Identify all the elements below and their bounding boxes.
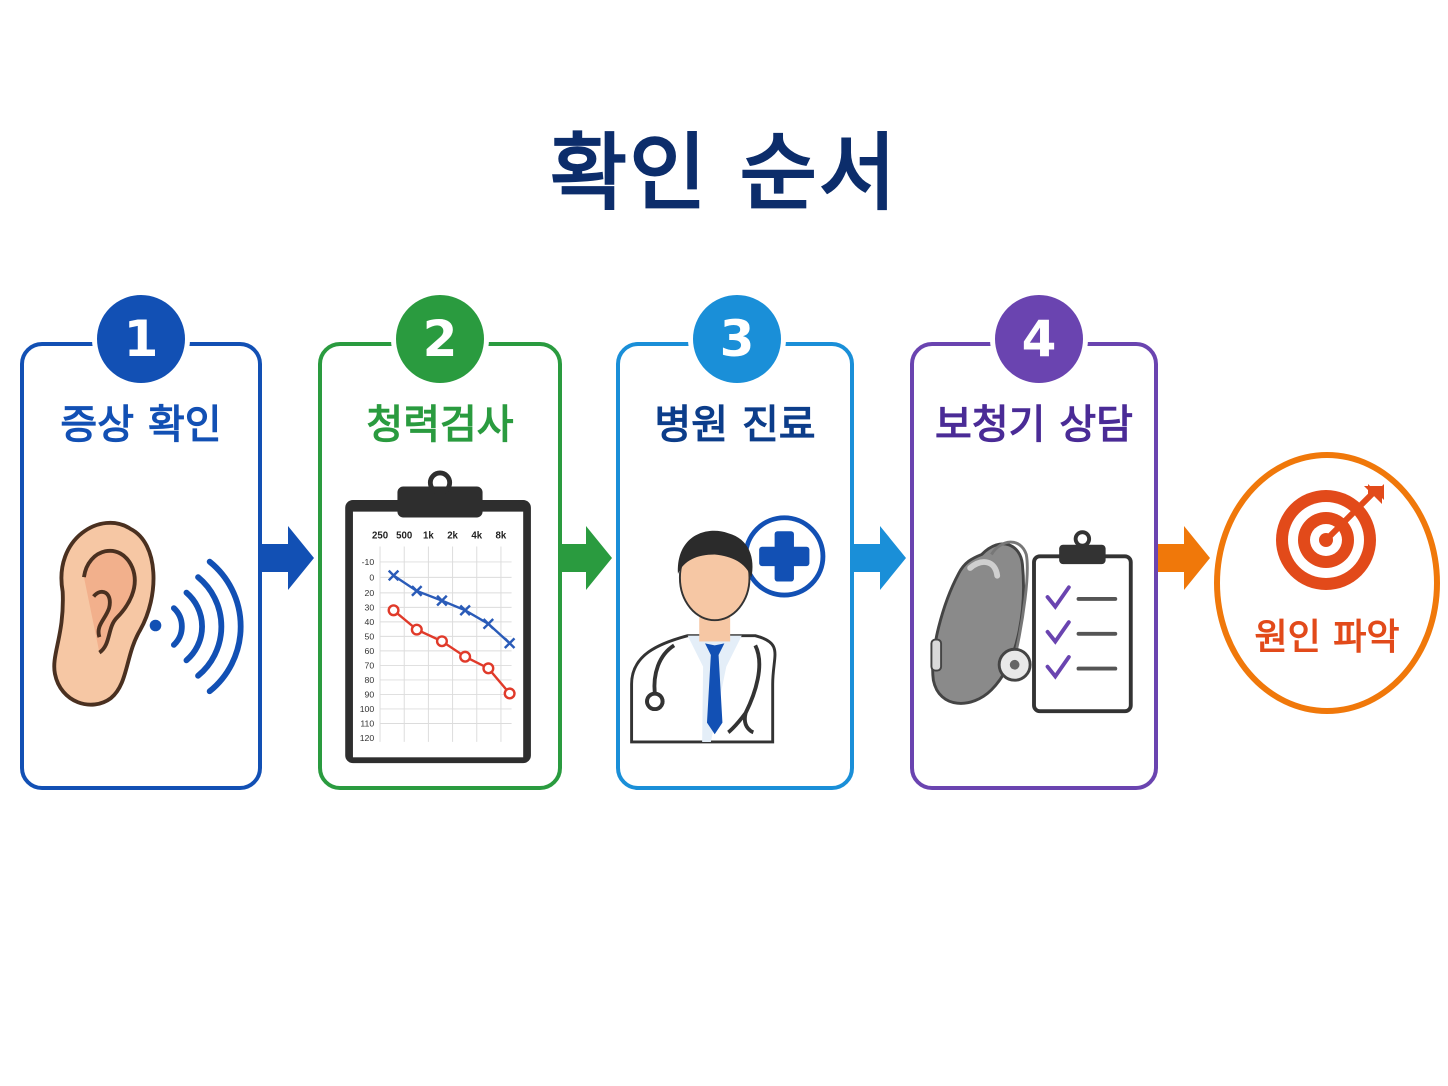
step-label-2: 청력검사	[366, 402, 514, 448]
audiogram-freq-label: 4k	[471, 531, 482, 542]
step-badge-1: 1	[92, 290, 190, 388]
audiogram-db-label: 20	[365, 588, 375, 598]
goal-label: 원인 파악	[1254, 617, 1400, 658]
audiogram-db-label: 30	[365, 602, 375, 612]
audiogram-db-label: 80	[365, 675, 375, 685]
audiogram-clipboard-icon: 250 500 1k 2k 4k 8k -10 0 20 30 40 50 60…	[345, 470, 531, 764]
arrow-right-icon	[560, 526, 612, 590]
doctor-icon	[630, 515, 826, 744]
audiogram-db-label: 120	[360, 733, 375, 743]
audiogram-db-label: 90	[365, 689, 375, 699]
page-title: 확인 순서	[549, 124, 899, 222]
audiogram-db-label: 50	[365, 631, 375, 641]
audiogram-freq-label: 500	[396, 531, 412, 542]
audiogram-db-label: 0	[369, 572, 374, 582]
hearing-aid-checklist-icon	[930, 530, 1133, 714]
step-badge-3: 3	[688, 290, 786, 388]
step-card-3: 병원 진료	[616, 342, 854, 790]
step-card-1: 증상 확인	[20, 342, 262, 790]
audiogram-freq-label: 2k	[447, 531, 458, 542]
arrow-right-icon	[1158, 526, 1210, 590]
step-label-1: 증상 확인	[60, 402, 222, 448]
ear-icon	[52, 520, 244, 707]
audiogram-db-label: 70	[365, 660, 375, 670]
audiogram-freq-label: 1k	[423, 531, 434, 542]
audiogram-db-label: 100	[360, 704, 375, 714]
arrow-right-icon	[854, 526, 906, 590]
step-badge-4: 4	[990, 290, 1088, 388]
step-label-3: 병원 진료	[654, 402, 816, 448]
step-label-4: 보청기 상담	[935, 402, 1133, 448]
target-icon	[1276, 484, 1384, 590]
step-card-2: 청력검사 250 500 1k 2k 4k 8k -10 0 20	[318, 342, 562, 790]
step-card-4: 보청기 상담	[910, 342, 1158, 790]
audiogram-db-label: 60	[365, 646, 375, 656]
audiogram-db-label: 40	[365, 617, 375, 627]
audiogram-freq-label: 8k	[496, 531, 507, 542]
audiogram-db-label: 110	[360, 718, 374, 728]
goal-circle: 원인 파악	[1214, 452, 1440, 714]
audiogram-freq-label: 250	[372, 531, 388, 542]
arrow-right-icon	[262, 526, 314, 590]
step-badge-2: 2	[391, 290, 489, 388]
audiogram-db-label: -10	[362, 557, 375, 567]
